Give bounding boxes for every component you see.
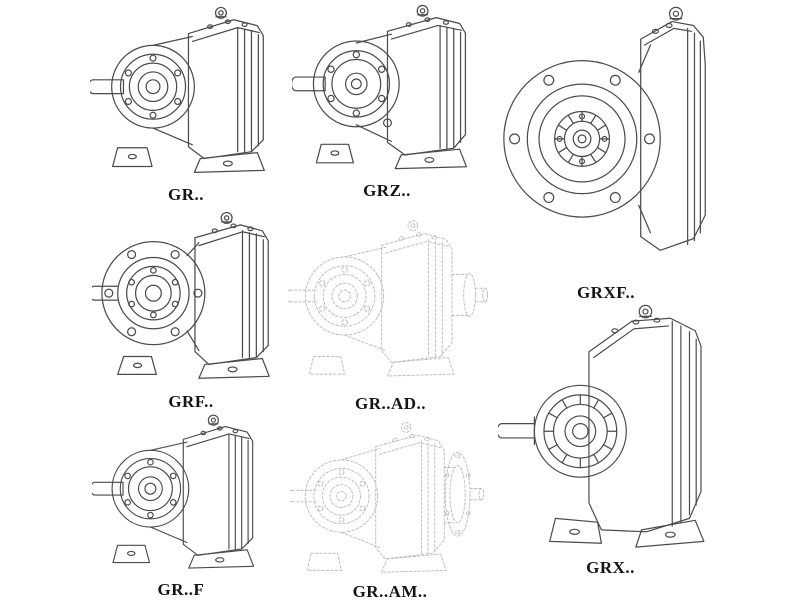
grxf-gearbox-drawing <box>503 6 706 251</box>
figure-gr-ad: GR..AD.. <box>288 214 493 414</box>
grf-gearbox-drawing <box>92 211 270 379</box>
gr-am-label: GR..AM.. <box>352 581 428 600</box>
figure-gr-f: GR..F <box>92 412 270 600</box>
gr-f-label: GR..F <box>157 580 205 600</box>
gr-ad-label: GR..AD.. <box>354 393 427 413</box>
figure-gr: GR.. <box>90 4 282 205</box>
grz-label: GRZ.. <box>363 181 411 201</box>
gr-ad-gearbox-drawing <box>288 220 489 377</box>
figure-grf: GRF.. <box>92 210 290 412</box>
figure-grz: GRZ.. <box>292 4 482 201</box>
gr-am-gearbox-drawing <box>290 422 485 573</box>
figure-gr-am: GR..AM.. <box>290 418 490 600</box>
figure-grx: GRX.. <box>498 302 723 578</box>
gr-gearbox-drawing <box>90 6 265 173</box>
gr-f-gearbox-drawing <box>92 414 255 569</box>
grx-label: GRX.. <box>586 557 635 577</box>
grf-label: GRF.. <box>168 392 214 412</box>
grz-gearbox-drawing <box>292 4 468 170</box>
grxf-label: GRXF.. <box>576 282 636 302</box>
gr-label: GR.. <box>168 185 204 205</box>
grx-gearbox-drawing <box>498 304 705 548</box>
figure-grxf: GRXF.. <box>496 2 716 303</box>
